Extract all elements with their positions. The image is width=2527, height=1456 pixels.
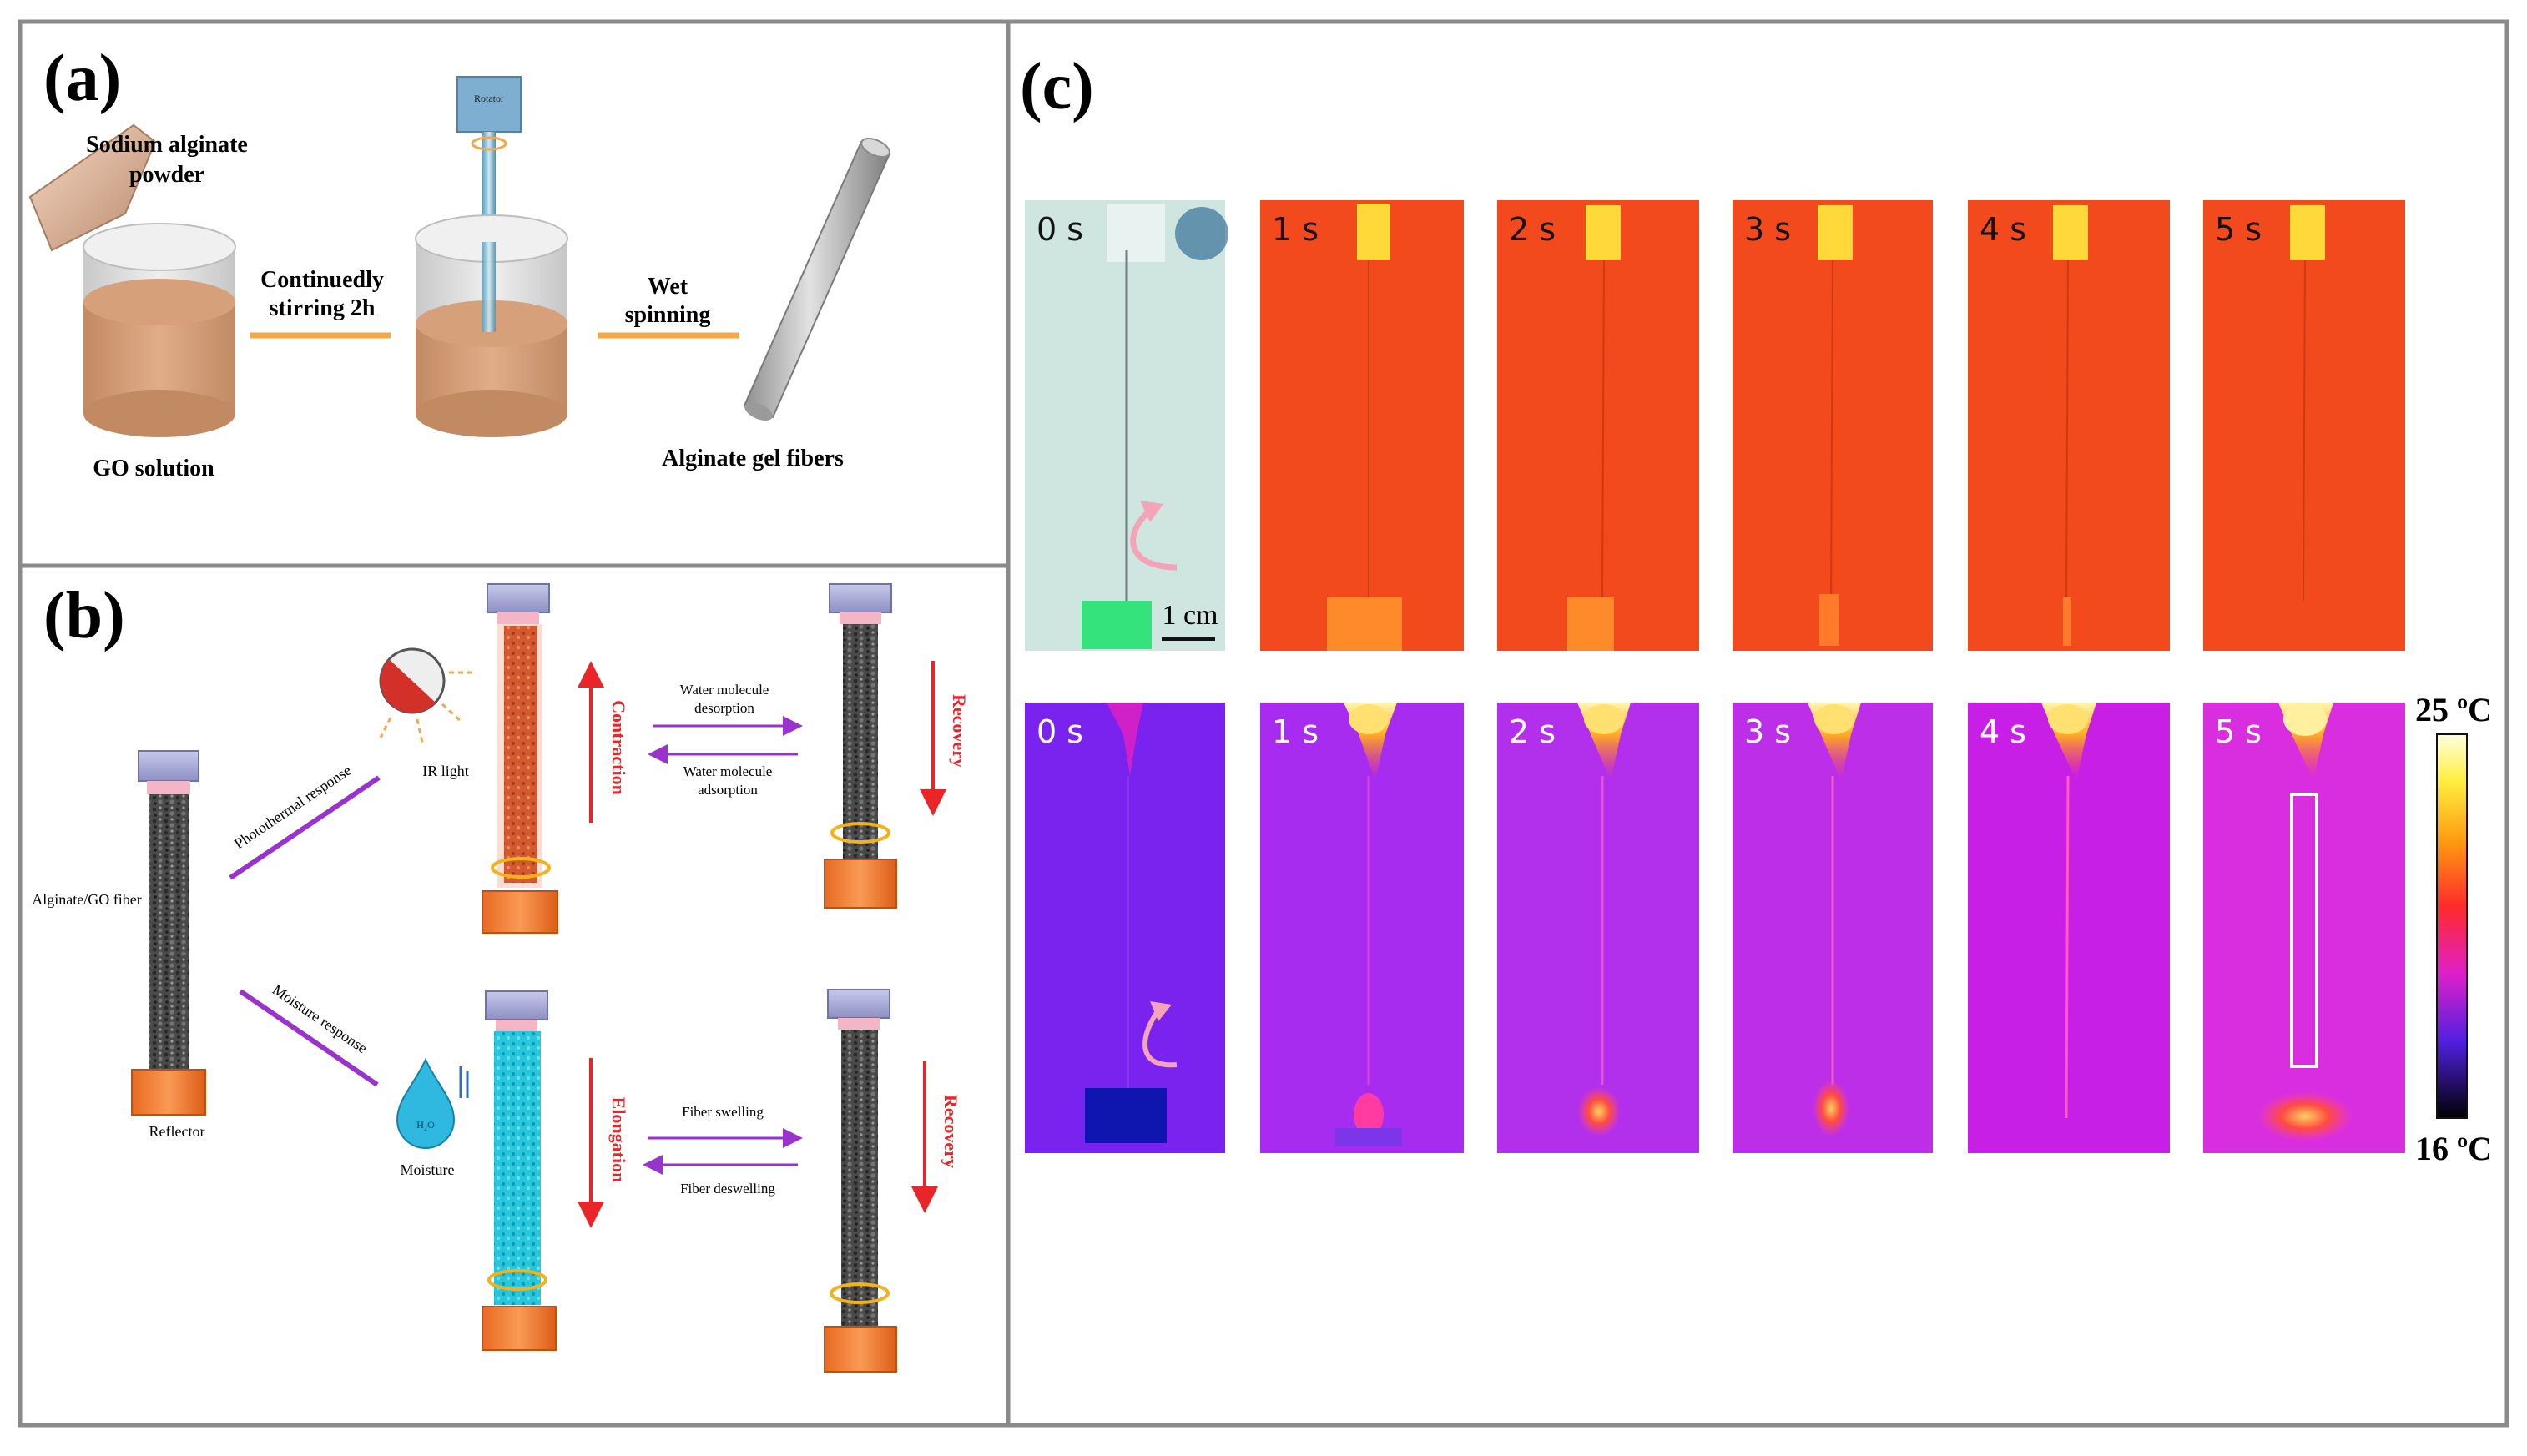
time-label-top-4: 4 s [1980, 211, 2026, 248]
frame-bottom-1: 1 s [1260, 703, 1464, 1153]
frame-bottom-2: 2 s [1497, 703, 1699, 1153]
panel-c-frame [1006, 19, 2509, 1428]
time-label-top-2: 2 s [1509, 211, 1556, 248]
panel-c-label: (c) [1020, 50, 1094, 123]
frame-top-1: 1 s [1260, 200, 1464, 651]
time-label-bottom-3: 3 s [1744, 713, 1791, 750]
frame-bottom-4: 4 s [1968, 703, 2170, 1153]
frame-top-4: 4 s [1968, 200, 2170, 651]
frame-top-5: 5 s [2203, 200, 2405, 651]
fibers-label: Alginate gel fibers [662, 446, 844, 471]
recovered-fiber-top [824, 583, 897, 909]
roi-rectangle [2290, 793, 2318, 1068]
droplet-text: H₂O [416, 1119, 435, 1131]
time-label-bottom-2: 2 s [1509, 713, 1556, 750]
time-label-bottom-4: 4 s [1980, 713, 2026, 750]
frame-bottom-5: 5 s [2203, 703, 2405, 1153]
recovered-fiber-bottom [824, 989, 897, 1373]
beaker-go-solution [83, 223, 236, 437]
desorption-label-line2: desorption [694, 700, 754, 716]
moisture-droplet-icon: H₂O [396, 1057, 469, 1149]
reflector-label: Reflector [149, 1123, 205, 1140]
frame-top-0: 1 cm 0 s [1025, 200, 1228, 651]
time-label-top-3: 3 s [1744, 211, 1791, 248]
time-label-bottom-1: 1 s [1272, 713, 1319, 750]
frame-top-3: 3 s [1733, 200, 1933, 651]
adsorption-label-line1: Water molecule [683, 763, 773, 779]
beaker-stirring [415, 214, 568, 437]
time-label-bottom-0: 0 s [1037, 713, 1083, 750]
rotator-label: Rotator [474, 93, 504, 104]
panel-b: (b) Alginate/GO fiber Reflector Photothe… [32, 579, 970, 1373]
alginate-gel-fiber-rod [743, 137, 891, 421]
time-label-top-5: 5 s [2215, 211, 2262, 248]
deswelling-label: Fiber deswelling [680, 1181, 775, 1197]
panel-b-label: (b) [43, 579, 125, 652]
alginate-go-fiber [131, 750, 206, 1116]
moisture-arrow [239, 989, 379, 1087]
powder-label-line1: Sodium alginate [86, 132, 248, 158]
panel-a: (a) Sodium alginate powder GO solution C… [28, 42, 891, 481]
time-label-bottom-5: 5 s [2215, 713, 2262, 750]
swelling-label: Fiber swelling [682, 1104, 764, 1120]
time-label-top-1: 1 s [1272, 211, 1319, 248]
colorbar-max-label: 25 ºC [2415, 691, 2492, 728]
panel-c: (c) 1 cm 0 s 1 s 2 s [1020, 50, 2492, 1167]
frame-bottom-3: 3 s [1733, 703, 1933, 1153]
frame-top-2: 2 s [1497, 200, 1699, 651]
scale-bar-label: 1 cm [1162, 600, 1218, 631]
temperature-colorbar [2436, 733, 2468, 1119]
moisture-label: Moisture [401, 1161, 455, 1178]
panel-a-label: (a) [43, 42, 121, 115]
recovery-label-bottom: Recovery [941, 1095, 961, 1168]
swollen-fiber [482, 990, 557, 1351]
spatula-icon [28, 123, 157, 252]
wet-label-line2: spinning [625, 302, 711, 328]
photothermal-arrow [229, 775, 381, 880]
frame-bottom-0: 0 s [1025, 703, 1225, 1153]
contraction-label: Contraction [608, 700, 629, 795]
recovery-label-top: Recovery [949, 694, 970, 768]
time-label-top-0: 0 s [1037, 211, 1083, 248]
fiber-label: Alginate/GO fiber [32, 891, 141, 908]
ir-light-icon [379, 647, 472, 743]
go-solution-label: GO solution [93, 456, 214, 481]
desorption-label-line1: Water molecule [680, 682, 769, 698]
stir-label-line1: Continuedly [260, 267, 384, 293]
heated-fiber [482, 583, 558, 934]
powder-label-line2: powder [129, 162, 204, 188]
ir-light-label: IR light [422, 763, 469, 779]
elongation-label: Elongation [608, 1097, 629, 1183]
stir-label-line2: stirring 2h [270, 295, 376, 321]
wet-label-line1: Wet [648, 274, 688, 300]
colorbar-min-label: 16 ºC [2415, 1130, 2492, 1167]
adsorption-label-line2: adsorption [698, 782, 758, 798]
